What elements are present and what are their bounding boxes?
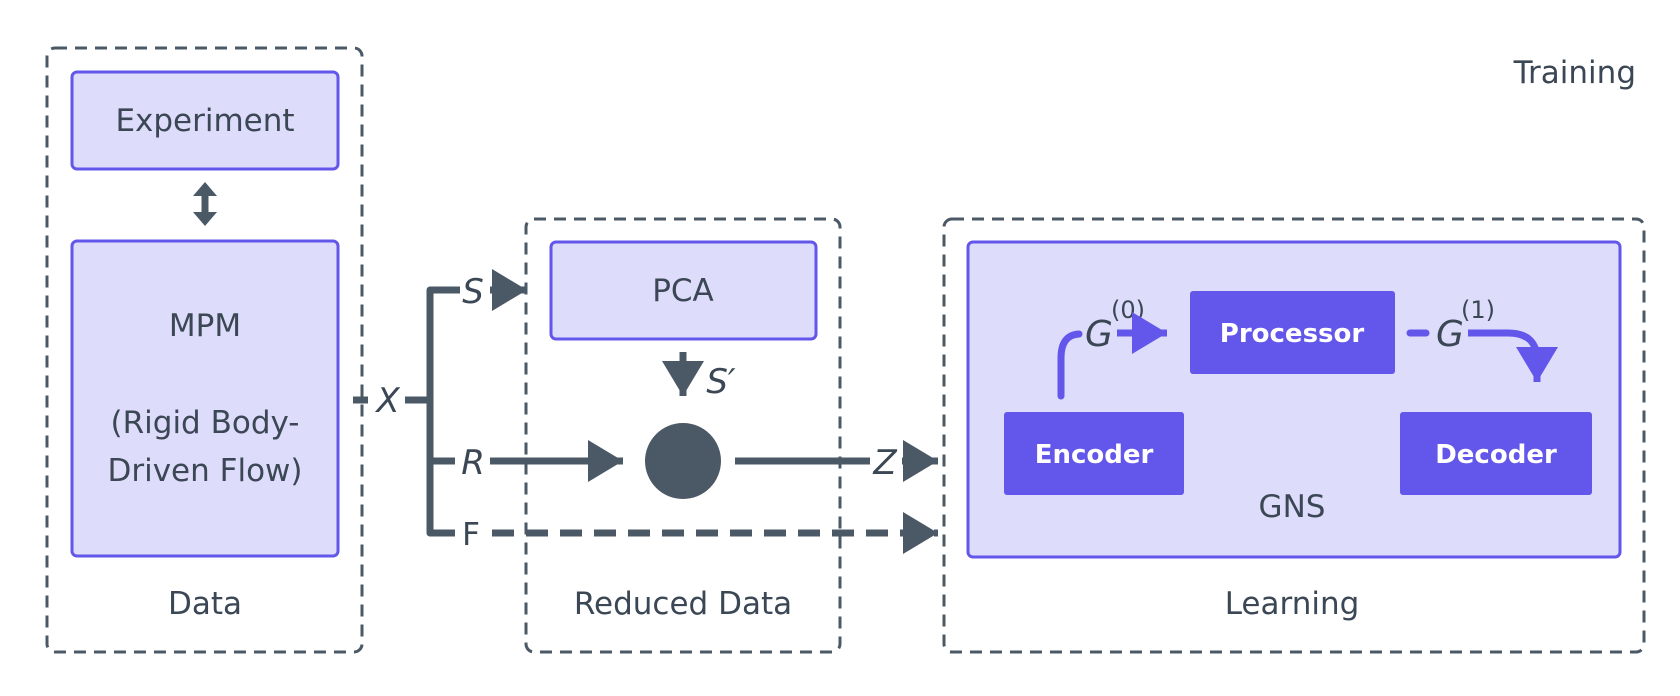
g1-to-decoder-arrow [1468, 329, 1558, 382]
encoder-box [1004, 412, 1184, 495]
gns-label: GNS [1259, 489, 1326, 525]
var-g0-superscript: (0) [1111, 296, 1145, 324]
mpm-box [70, 239, 340, 558]
mpm-description-line2: Driven Flow) [107, 453, 302, 489]
encoder-to-g0-connector [1057, 330, 1083, 400]
mpm-label: MPM [169, 308, 241, 344]
var-f: F [462, 517, 480, 553]
learning-group [942, 217, 1646, 654]
var-g0: G [1085, 314, 1113, 355]
reduced-data-group-label: Reduced Data [574, 586, 792, 622]
pca-box [549, 240, 818, 341]
data-group-label: Data [168, 586, 242, 622]
var-z: Z [872, 443, 897, 483]
var-x: X [374, 381, 400, 421]
var-r: R [461, 443, 485, 483]
combiner-node [645, 423, 721, 499]
processor-box [1190, 291, 1395, 374]
experiment-label: Experiment [115, 103, 294, 139]
decoder-label: Decoder [1435, 440, 1557, 470]
var-g1: G [1436, 314, 1464, 355]
var-g1-superscript: (1) [1461, 296, 1495, 324]
mpm-description-line1: (Rigid Body- [111, 405, 300, 441]
encoder-label: Encoder [1035, 440, 1154, 470]
var-s: S [462, 272, 484, 312]
bidirectional-arrow-icon [193, 182, 217, 226]
processor-label: Processor [1220, 319, 1365, 349]
experiment-box [70, 70, 340, 171]
decoder-box [1400, 412, 1592, 495]
diagram-title: Training [1513, 55, 1636, 91]
var-s-prime: S′ [706, 362, 736, 402]
reduced-data-group [524, 217, 842, 654]
learning-group-label: Learning [1225, 586, 1360, 622]
pca-label: PCA [652, 273, 714, 309]
data-group [45, 46, 364, 654]
